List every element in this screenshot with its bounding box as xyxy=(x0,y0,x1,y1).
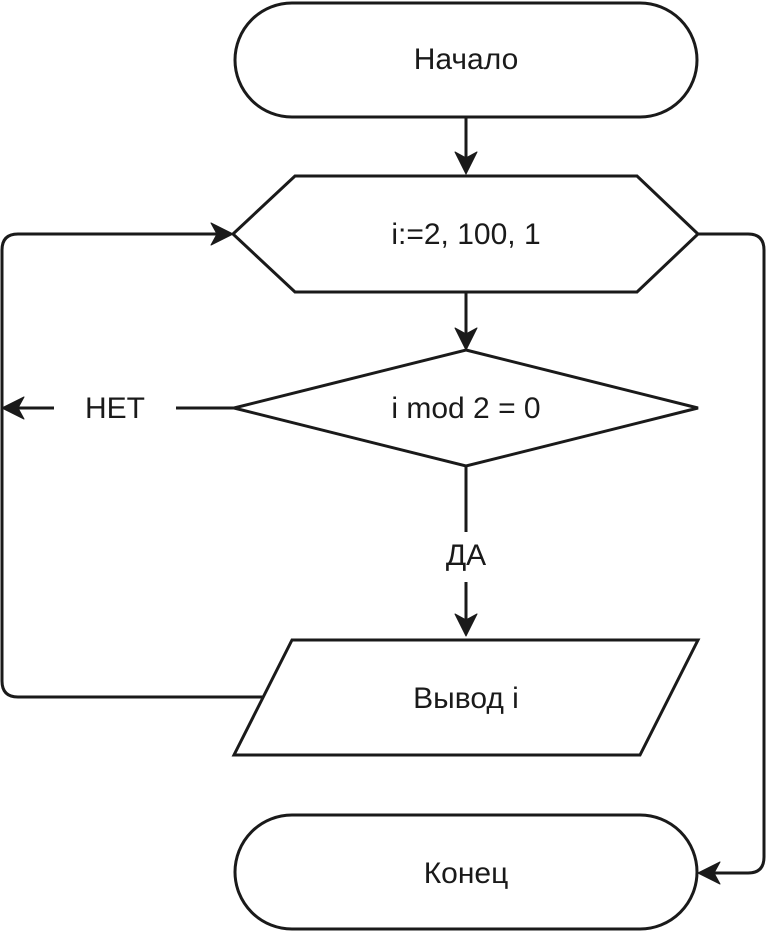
output-node: Вывод i xyxy=(231,638,701,757)
end-node: Конец xyxy=(233,813,699,931)
condition-node: i mod 2 = 0 xyxy=(233,348,699,468)
edge-loop-to-condition xyxy=(454,292,478,351)
start-node: Начало xyxy=(233,1,699,119)
arrowhead-icon xyxy=(1,396,25,420)
arrowhead-icon xyxy=(454,327,478,351)
condition-label: i mod 2 = 0 xyxy=(391,392,540,425)
output-label: Вывод i xyxy=(413,682,519,715)
edge-condition-yes: ДА xyxy=(446,466,486,637)
arrowhead-icon xyxy=(454,613,478,637)
arrowhead-icon xyxy=(210,222,234,246)
end-label: Конец xyxy=(424,857,509,890)
edge-output-to-loop xyxy=(0,222,263,699)
arrowhead-icon xyxy=(697,861,721,885)
yes-branch-label: ДА xyxy=(446,539,486,572)
start-label: Начало xyxy=(414,43,519,76)
no-branch-label: НЕТ xyxy=(85,392,145,425)
edge-start-to-loop xyxy=(454,117,478,175)
end-terminator-shape xyxy=(233,813,699,931)
edge-condition-no: НЕТ xyxy=(1,392,234,425)
arrowhead-icon xyxy=(454,151,478,175)
loop-node: i:=2, 100, 1 xyxy=(230,174,701,294)
edge-loop-to-end xyxy=(697,232,766,885)
output-parallelogram-shape xyxy=(231,638,701,757)
loop-label: i:=2, 100, 1 xyxy=(391,218,540,251)
